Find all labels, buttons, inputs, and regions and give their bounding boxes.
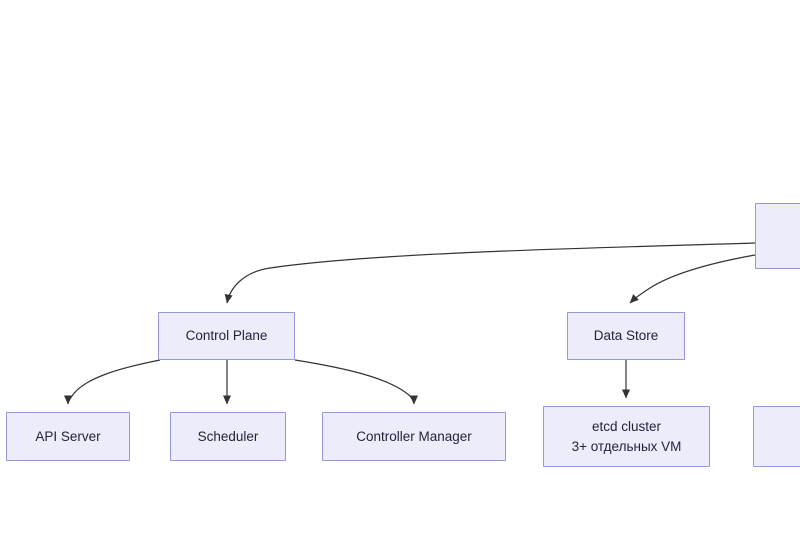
node-install[interactable]: уста [753,406,800,467]
node-data-store[interactable]: Data Store [567,312,685,360]
node-api-server[interactable]: API Server [6,412,130,461]
node-controller-manager[interactable]: Controller Manager [322,412,506,461]
node-control-plane[interactable]: Control Plane [158,312,295,360]
node-etcd-cluster-line-2: 3+ отдельных VM [571,438,682,454]
node-scheduler[interactable]: Scheduler [170,412,286,461]
node-etcd-cluster[interactable]: etcd cluster 3+ отдельных VM [543,406,710,467]
edge-root-to-data-store [629,254,756,304]
node-api-server-label: API Server [35,428,101,444]
edge-control-plane-to-api-server [64,359,161,405]
node-controller-manager-label: Controller Manager [356,428,472,444]
node-etcd-cluster-line-1: etcd cluster [591,418,662,434]
edge-root-to-control-plane [224,242,756,304]
node-root[interactable]: К Раз [755,203,800,269]
node-control-plane-label: Control Plane [185,328,268,344]
edge-control-plane-to-controller-manager [294,359,418,405]
node-scheduler-label: Scheduler [197,428,259,444]
node-data-store-label: Data Store [593,328,659,344]
